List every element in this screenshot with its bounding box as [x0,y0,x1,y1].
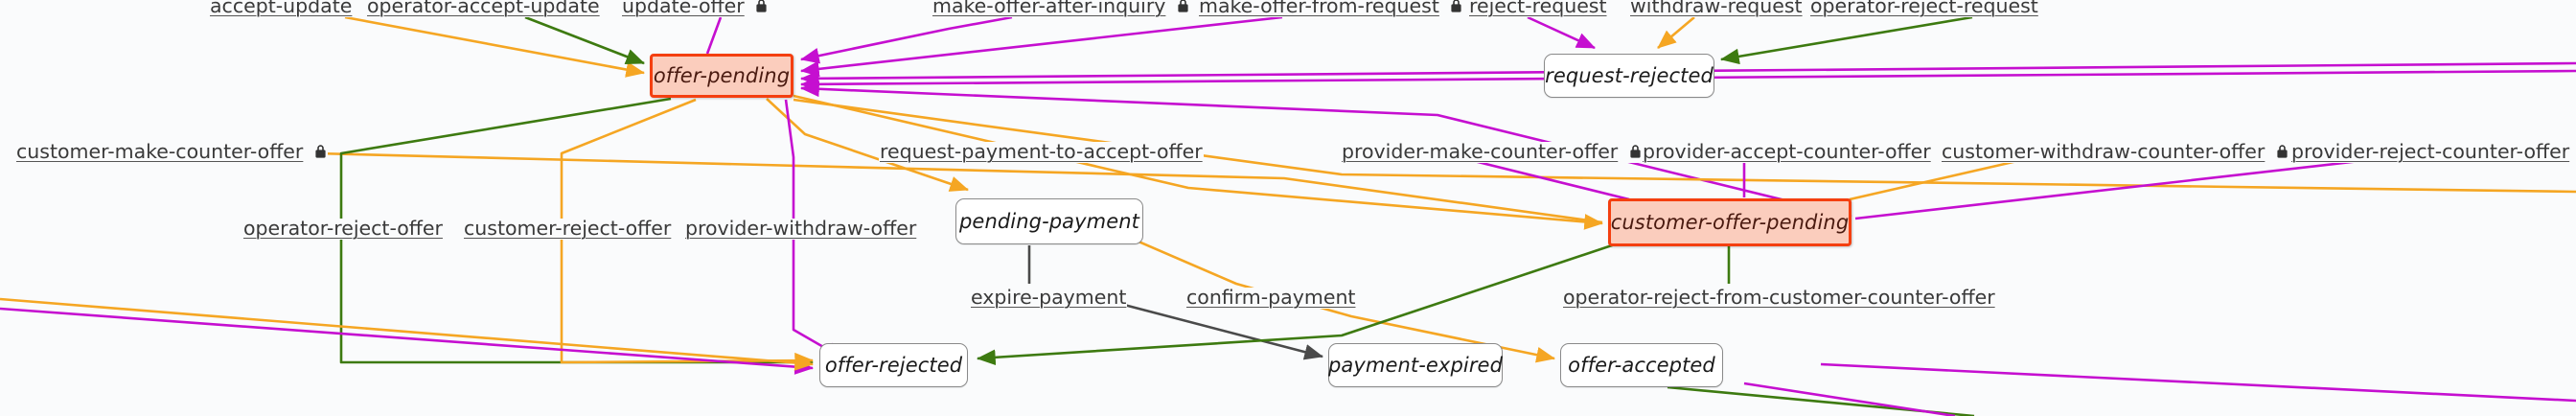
transition-label-provider-accept-counter-offer[interactable]: provider-accept-counter-offer [1642,140,1932,163]
edge-accept-update [344,15,646,78]
edge-operator-accept-update [524,15,645,65]
state-node-offer-accepted[interactable]: offer-accepted [1560,343,1723,387]
edge-offer-accepted-out-magenta [1820,362,2576,403]
edge-withdraw-request [1657,16,1695,49]
lock-icon [1177,0,1189,13]
edge-make-offer-after-inquiry [799,15,1013,64]
transition-label-make-offer-from-request[interactable]: make-offer-from-request [1198,0,1464,17]
state-node-label: payment-expired [1327,354,1504,377]
state-node-label: request-rejected [1545,64,1714,87]
transition-label-text: provider-withdraw-offer [685,217,917,240]
transition-label-text: operator-accept-update [367,0,600,17]
transition-label-make-offer-after-inquiry[interactable]: make-offer-after-inquiry [932,0,1190,17]
transition-label-operator-reject-from-customer-counter-offer[interactable]: operator-reject-from-customer-counter-of… [1562,286,1996,309]
transition-label-customer-reject-offer[interactable]: customer-reject-offer [463,217,673,240]
transition-label-text: reject-request [1469,0,1607,17]
transition-label-text: operator-reject-request [1810,0,2038,17]
edge-far-left-orange [0,297,815,371]
edge-offer-accepted-out-green [1667,385,1975,416]
state-node-payment-expired[interactable]: payment-expired [1328,343,1503,387]
lock-icon [1629,144,1642,159]
state-node-label: offer-pending [653,64,791,87]
edge-reject-request [1527,15,1596,50]
edge-provider-make-counter-offer [1465,157,1630,201]
transition-label-reject-request[interactable]: reject-request [1468,0,1608,17]
transition-label-customer-make-counter-offer[interactable]: customer-make-counter-offer [15,140,328,163]
edge-make-offer-from-request [799,15,1283,78]
transition-label-request-payment-to-accept-offer[interactable]: request-payment-to-accept-offer [879,140,1204,163]
transition-label-text: customer-withdraw-counter-offer [1942,140,2266,163]
transition-label-text: customer-reject-offer [464,217,672,240]
edge-offer-accepted-out-magenta-2 [1743,381,1956,416]
transition-label-provider-make-counter-offer[interactable]: provider-make-counter-offer [1341,140,1643,163]
transition-label-text: operator-reject-offer [243,217,443,240]
transition-label-customer-withdraw-counter-offer[interactable]: customer-withdraw-counter-offer [1941,140,2289,163]
transition-label-confirm-payment[interactable]: confirm-payment [1185,286,1357,309]
transition-label-text: make-offer-after-inquiry [932,0,1166,17]
transition-label-text: expire-payment [971,286,1127,309]
transition-label-provider-withdraw-offer[interactable]: provider-withdraw-offer [684,217,918,240]
transition-label-text: provider-reject-counter-offer [2291,140,2570,163]
transition-label-text: provider-make-counter-offer [1342,140,1619,163]
state-node-offer-rejected[interactable]: offer-rejected [819,343,968,387]
transition-label-text: make-offer-from-request [1199,0,1439,17]
lock-icon [1450,0,1462,13]
edge-far-left-magenta [0,307,815,375]
transition-label-text: withdraw-request [1630,0,1803,17]
state-node-label: customer-offer-pending [1610,211,1850,234]
lock-icon [2276,144,2288,159]
edge-provider-reject-counter-offer [1854,157,2378,220]
transition-label-withdraw-request[interactable]: withdraw-request [1629,0,1804,17]
state-node-customer-offer-pending[interactable]: customer-offer-pending [1608,198,1852,246]
transition-label-provider-reject-counter-offer[interactable]: provider-reject-counter-offer [2290,140,2576,163]
state-node-request-rejected[interactable]: request-rejected [1544,54,1714,98]
lock-icon [314,144,327,159]
transition-label-text: customer-make-counter-offer [16,140,304,163]
transition-label-operator-reject-request[interactable]: operator-reject-request [1809,0,2039,17]
state-node-pending-payment[interactable]: pending-payment [955,198,1143,244]
state-node-offer-pending[interactable]: offer-pending [650,54,794,98]
transition-label-text: confirm-payment [1186,286,1356,309]
state-node-label: offer-accepted [1568,354,1715,377]
transition-label-update-offer[interactable]: update-offer [621,0,770,17]
edge-update-offer [705,16,723,55]
lock-icon [755,0,768,13]
transition-label-operator-reject-offer[interactable]: operator-reject-offer [242,217,444,240]
state-node-label: offer-rejected [824,354,963,377]
transition-label-text: accept-update [210,0,353,17]
transition-label-text: provider-accept-counter-offer [1643,140,1931,163]
transition-label-text: operator-reject-from-customer-counter-of… [1563,286,1995,309]
transition-label-accept-update[interactable]: accept-update [209,0,354,17]
transition-label-text: update-offer [622,0,745,17]
state-node-label: pending-payment [959,210,1139,233]
transition-label-text: request-payment-to-accept-offer [880,140,1203,163]
edge-operator-reject-request [1719,15,1973,65]
transition-label-operator-accept-update[interactable]: operator-accept-update [366,0,601,17]
transition-label-expire-payment[interactable]: expire-payment [970,286,1128,309]
